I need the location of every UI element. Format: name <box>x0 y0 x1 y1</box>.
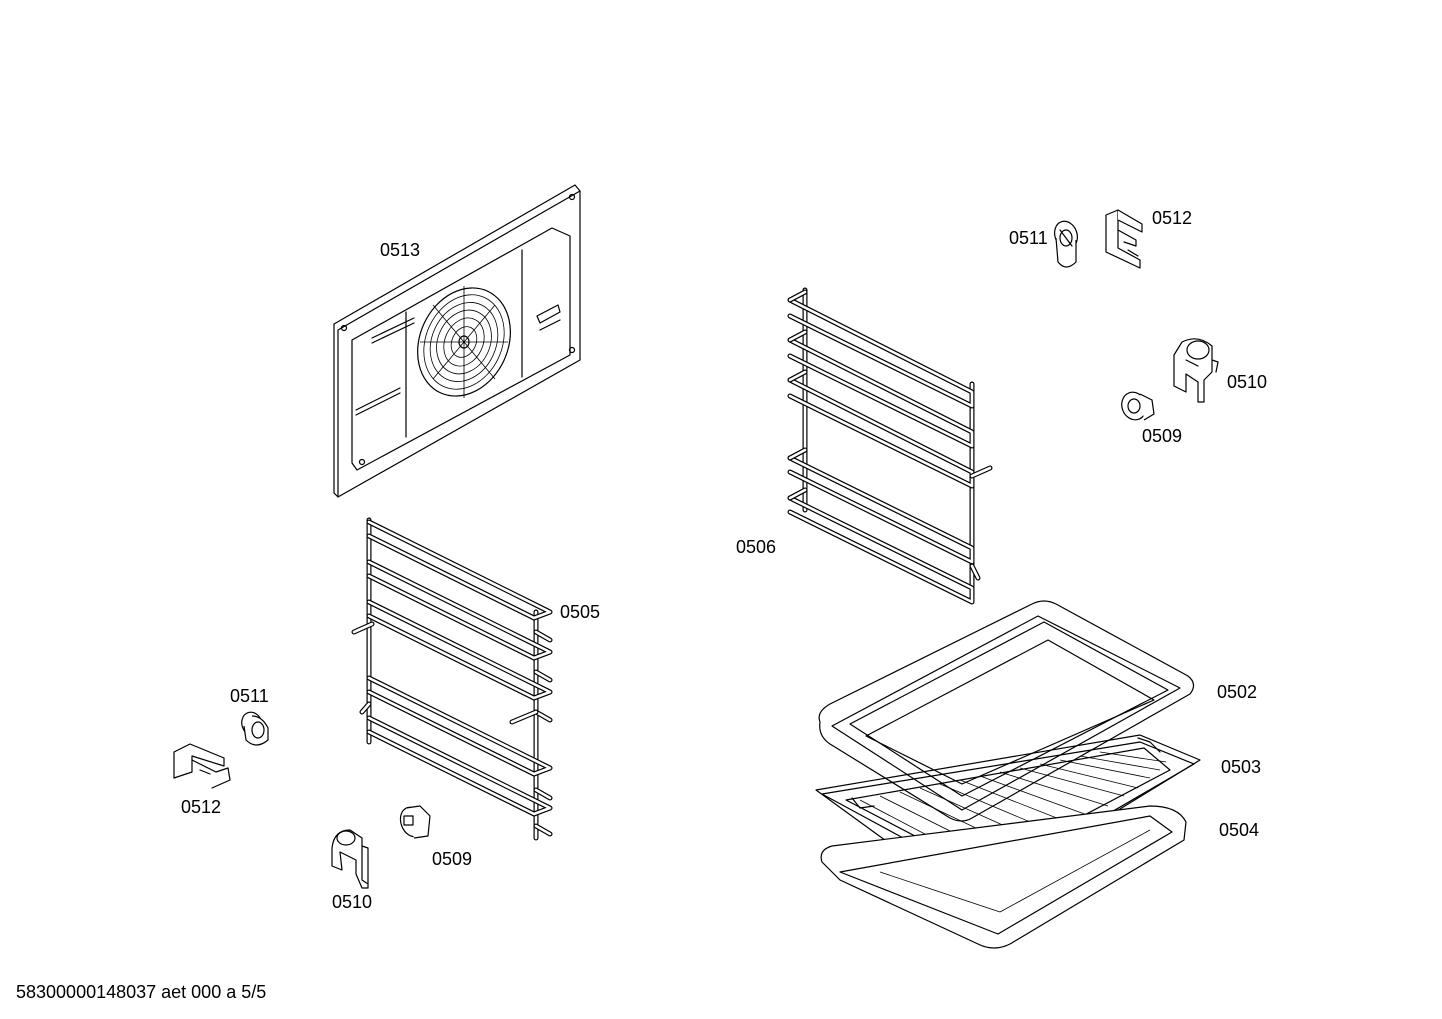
fan-cover <box>417 286 511 398</box>
label-0510-left: 0510 <box>332 892 373 912</box>
part-0509-left-lamp-socket[interactable] <box>397 804 431 840</box>
label-0511-left: 0511 <box>230 686 269 706</box>
label-0512-right: 0512 <box>1152 208 1193 228</box>
label-0509-right: 0509 <box>1142 426 1183 446</box>
label-0505: 0505 <box>560 602 601 622</box>
label-0509-left: 0509 <box>432 849 473 869</box>
part-0509-right-lamp-socket[interactable] <box>1118 389 1155 424</box>
label-0504: 0504 <box>1219 820 1260 840</box>
label-0502: 0502 <box>1217 682 1258 702</box>
part-0512-right-clip[interactable] <box>1105 209 1143 269</box>
part-0511-left-plug[interactable] <box>238 709 269 746</box>
part-0505-left-shelf-rail[interactable] <box>351 517 553 841</box>
label-0513: 0513 <box>380 240 421 260</box>
part-0510-left-lamp-holder[interactable] <box>331 829 369 889</box>
label-0512-left: 0512 <box>181 797 222 817</box>
part-0511-right-plug[interactable] <box>1051 218 1081 268</box>
label-0511-right: 0511 <box>1009 228 1048 248</box>
part-0506-right-shelf-rail[interactable] <box>787 287 993 605</box>
part-0512-left-clip[interactable] <box>173 743 231 789</box>
drawing-reference-footer: 58300000148037 aet 000 a 5/5 <box>16 982 267 1002</box>
part-0510-right-lamp-holder[interactable] <box>1173 338 1219 403</box>
part-0504-enamel-tray[interactable] <box>820 805 1187 949</box>
part-0502-baking-tray[interactable] <box>818 600 1195 822</box>
label-0510-right: 0510 <box>1227 372 1268 392</box>
label-0506: 0506 <box>736 537 777 557</box>
label-0503: 0503 <box>1221 757 1262 777</box>
part-0513-back-panel[interactable] <box>333 184 581 498</box>
